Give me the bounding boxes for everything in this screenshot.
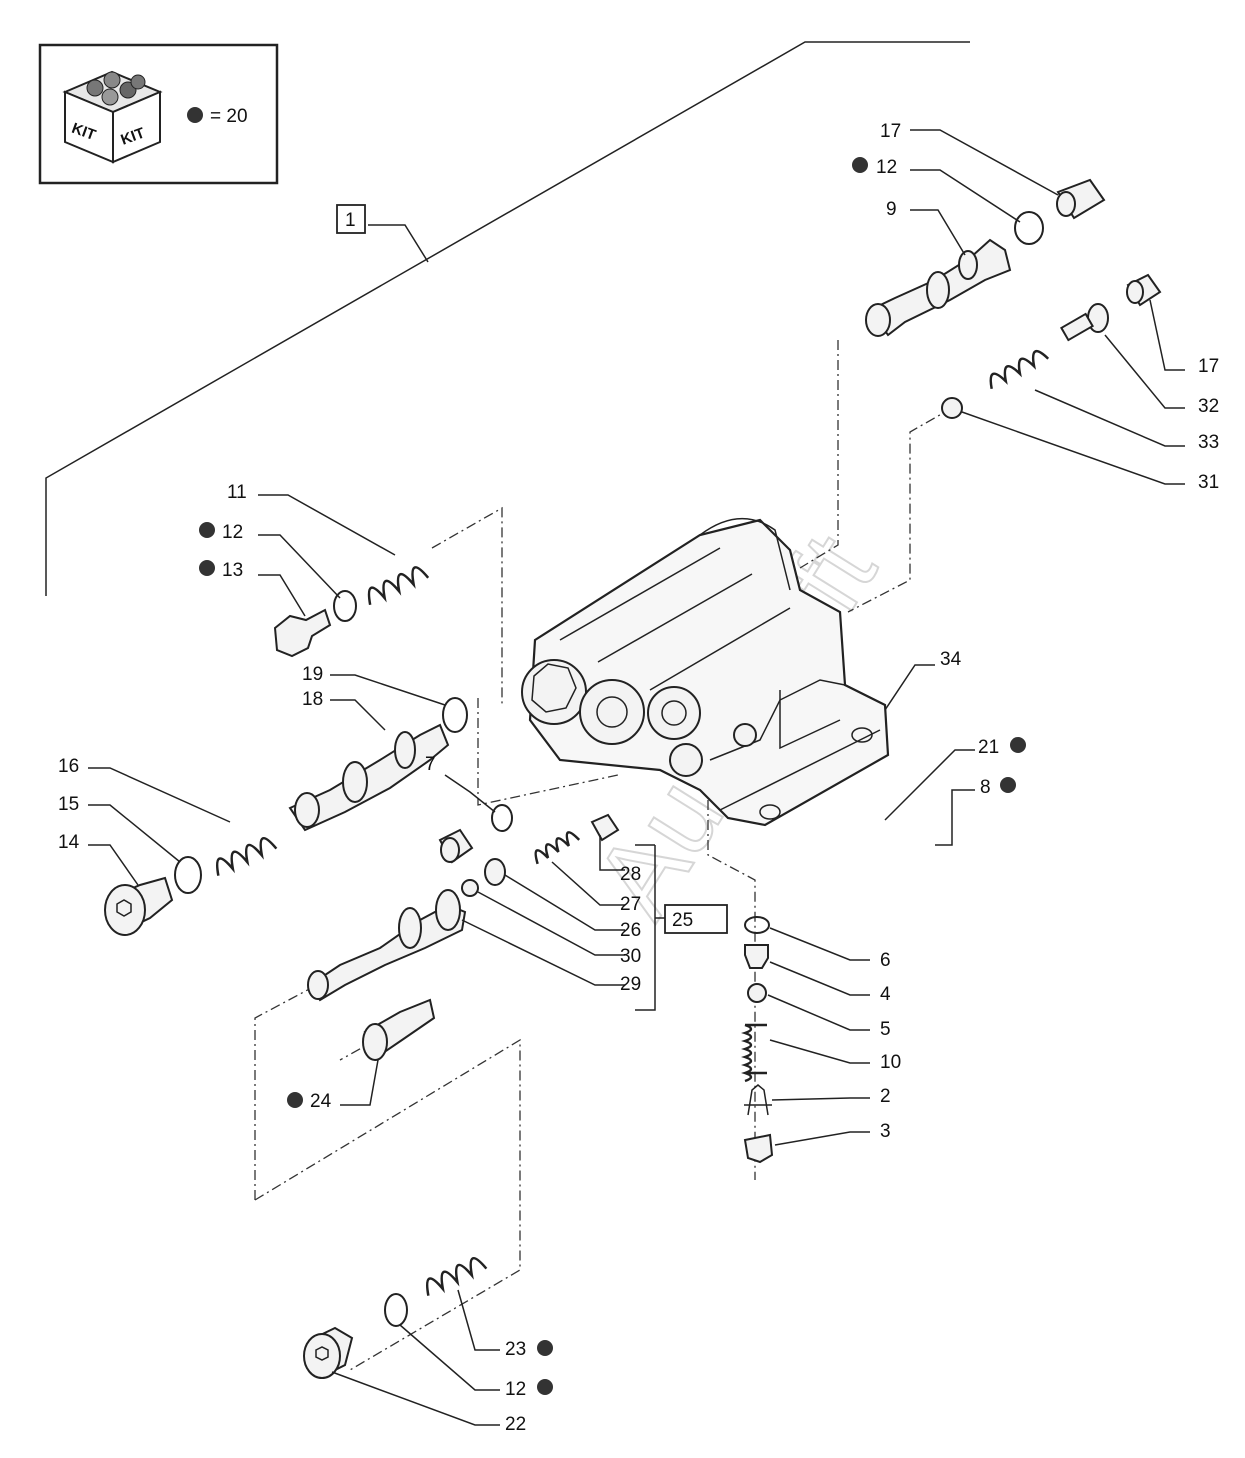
cap-28: [590, 813, 620, 842]
ball-30: [461, 879, 479, 897]
callout-21: 21: [978, 737, 999, 758]
center-group: [307, 804, 620, 1061]
callout-1: 1: [345, 210, 356, 231]
callout-23: 23: [505, 1339, 526, 1360]
callout-17-right: 17: [1198, 356, 1219, 377]
assembly-bracket-lines: [45, 41, 970, 596]
callout-labels: 1 17 12 9 17 32 33 31 11 12 13 19 18 16 …: [58, 121, 1219, 1435]
center-lines: [254, 340, 953, 1371]
callout-11: 11: [227, 482, 247, 503]
callout-33: 33: [1198, 432, 1219, 453]
valve-body: [521, 518, 890, 827]
marker-dot: [1010, 737, 1026, 753]
callout-25-box: [664, 904, 728, 934]
callout-13: 13: [222, 560, 243, 581]
kit-box-icon: KIT KIT: [62, 70, 163, 164]
callout-14: 14: [58, 832, 80, 853]
callout-30: 30: [620, 946, 641, 967]
leader-lines: [88, 129, 1185, 1426]
callout-17-top: 17: [880, 121, 901, 142]
spring-10: [741, 1023, 767, 1083]
callout-28: 28: [620, 864, 641, 885]
callout-31: 31: [1198, 472, 1219, 493]
spring-33: [989, 349, 1050, 390]
spring-16: [215, 837, 278, 876]
callout-29: 29: [620, 974, 641, 995]
callout-6: 6: [880, 950, 891, 971]
callout-2: 2: [880, 1086, 891, 1107]
o-ring-15: [174, 856, 202, 894]
o-ring-12-top: [1014, 211, 1044, 245]
body-port-side: [733, 723, 757, 747]
callout-3: 3: [880, 1121, 891, 1142]
callout-27: 27: [620, 894, 641, 915]
callout-10: 10: [880, 1052, 901, 1073]
kit-legend: KIT KIT = 20: [38, 43, 279, 185]
clip-2: [744, 1084, 772, 1116]
marker-dot: [537, 1340, 553, 1356]
o-ring-6: [744, 916, 770, 934]
callout-7: 7: [425, 754, 436, 775]
callout-19: 19: [302, 664, 323, 685]
o-ring-12-bottom: [384, 1293, 408, 1327]
callout-32: 32: [1198, 396, 1219, 417]
top-valve-group: [865, 178, 1106, 337]
seat-4: [744, 944, 769, 969]
marker-dot: [199, 522, 215, 538]
marker-dot: [199, 560, 215, 576]
cap-3: [743, 1133, 774, 1164]
callout-12-bottom: 12: [505, 1379, 526, 1400]
middle-left-group: [104, 697, 468, 936]
callout-12-left: 12: [222, 522, 243, 543]
callout-1-box: [336, 204, 366, 234]
callout-9: 9: [886, 199, 897, 220]
o-ring-19: [442, 697, 468, 733]
callout-15: 15: [58, 794, 79, 815]
marker-dot: [537, 1379, 553, 1395]
seat-26: [484, 858, 506, 886]
callout-18: 18: [302, 689, 323, 710]
callout-16: 16: [58, 756, 79, 777]
right-valve-group: [941, 273, 1162, 419]
o-ring-12-left: [333, 590, 357, 622]
bottom-right-group: [741, 916, 774, 1164]
marker-dot: [852, 157, 868, 173]
ball-31: [941, 397, 963, 419]
kit-legend-text: = 20: [210, 106, 248, 127]
body-port-middle: [579, 679, 645, 745]
callout-22: 22: [505, 1414, 526, 1435]
callout-25: 25: [672, 910, 693, 931]
bolt-13: [273, 608, 332, 658]
marker-dot: [287, 1092, 303, 1108]
spring-27: [534, 831, 581, 865]
spring-23: [425, 1257, 488, 1296]
upper-left-group: [273, 566, 430, 658]
lower-left-group: [303, 1257, 488, 1379]
callout-5: 5: [880, 1019, 891, 1040]
callout-26: 26: [620, 920, 641, 941]
o-ring-7: [491, 804, 513, 832]
ball-5: [747, 983, 767, 1003]
body-port-right: [647, 686, 701, 740]
marker-dot: [1000, 777, 1016, 793]
kit-marker-dot: [187, 107, 203, 123]
callout-4: 4: [880, 984, 891, 1005]
callout-12-top: 12: [876, 157, 897, 178]
callout-8: 8: [980, 777, 991, 798]
body-port-left: [521, 659, 587, 725]
kit-markers: [199, 157, 1026, 1395]
callout-34: 34: [940, 649, 962, 670]
spring-11: [367, 566, 430, 606]
callout-24: 24: [310, 1091, 332, 1112]
